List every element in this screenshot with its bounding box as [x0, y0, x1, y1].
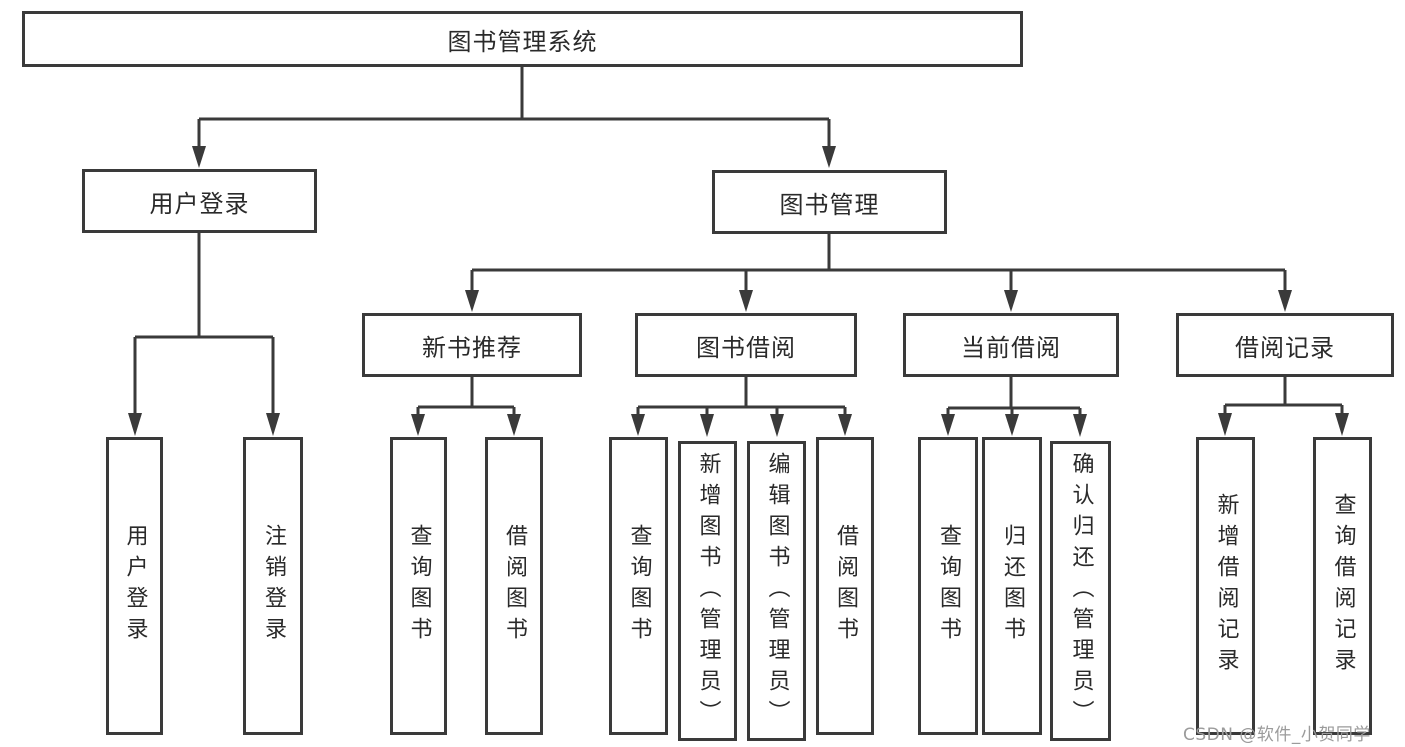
- watermark: CSDN @软件_小贺同学: [1183, 725, 1371, 745]
- leaf-edit-books-admin: 编辑图书（管理员）: [747, 441, 806, 741]
- leaf-borrow-books: 借阅图书: [816, 437, 874, 735]
- leaf-query-borrow-record: 查询借阅记录: [1313, 437, 1372, 735]
- node-borrow-records: 借阅记录: [1176, 313, 1394, 377]
- leaf-add-books-admin-label: 新增图书（管理员）: [695, 451, 721, 731]
- leaf-query-books-current: 查询图书: [918, 437, 978, 735]
- leaf-logout: 注销登录: [243, 437, 303, 735]
- leaf-user-login: 用户登录: [106, 437, 163, 735]
- node-borrow-records-label: 借阅记录: [1235, 333, 1335, 362]
- node-current-borrowing-label: 当前借阅: [961, 333, 1061, 362]
- leaf-edit-books-admin-label: 编辑图书（管理员）: [764, 451, 790, 731]
- leaf-return-books-label: 归还图书: [1000, 524, 1025, 648]
- leaf-query-books-borrow-label: 查询图书: [626, 524, 652, 648]
- leaf-query-books-current-label: 查询图书: [936, 524, 961, 648]
- leaf-borrow-books-recommend-label: 借阅图书: [502, 524, 527, 648]
- leaf-confirm-return-admin: 确认归还（管理员）: [1050, 441, 1111, 741]
- leaf-query-books-borrow: 查询图书: [609, 437, 668, 735]
- leaf-user-login-label: 用户登录: [122, 524, 148, 648]
- node-current-borrowing: 当前借阅: [903, 313, 1119, 377]
- node-user-login-label: 用户登录: [149, 189, 250, 218]
- leaf-query-books-recommend-label: 查询图书: [406, 524, 432, 648]
- leaf-borrow-books-recommend: 借阅图书: [485, 437, 543, 735]
- node-root-label: 图书管理系统: [447, 27, 598, 56]
- leaf-borrow-books-label: 借阅图书: [833, 524, 858, 648]
- node-user-login: 用户登录: [82, 169, 317, 233]
- leaf-add-books-admin: 新增图书（管理员）: [678, 441, 737, 741]
- leaf-confirm-return-admin-label: 确认归还（管理员）: [1068, 451, 1094, 731]
- node-book-management-label: 图书管理: [779, 190, 880, 219]
- node-new-book-recommend-label: 新书推荐: [422, 333, 522, 362]
- leaf-add-borrow-record-label: 新增借阅记录: [1213, 493, 1239, 679]
- node-book-borrowing-label: 图书借阅: [696, 333, 796, 362]
- node-root: 图书管理系统: [22, 11, 1023, 67]
- node-new-book-recommend: 新书推荐: [362, 313, 582, 377]
- leaf-query-borrow-record-label: 查询借阅记录: [1330, 493, 1356, 679]
- node-book-borrowing: 图书借阅: [635, 313, 857, 377]
- node-book-management: 图书管理: [712, 170, 947, 234]
- leaf-add-borrow-record: 新增借阅记录: [1196, 437, 1255, 735]
- leaf-return-books: 归还图书: [982, 437, 1042, 735]
- leaf-logout-label: 注销登录: [261, 524, 286, 648]
- leaf-query-books-recommend: 查询图书: [390, 437, 447, 735]
